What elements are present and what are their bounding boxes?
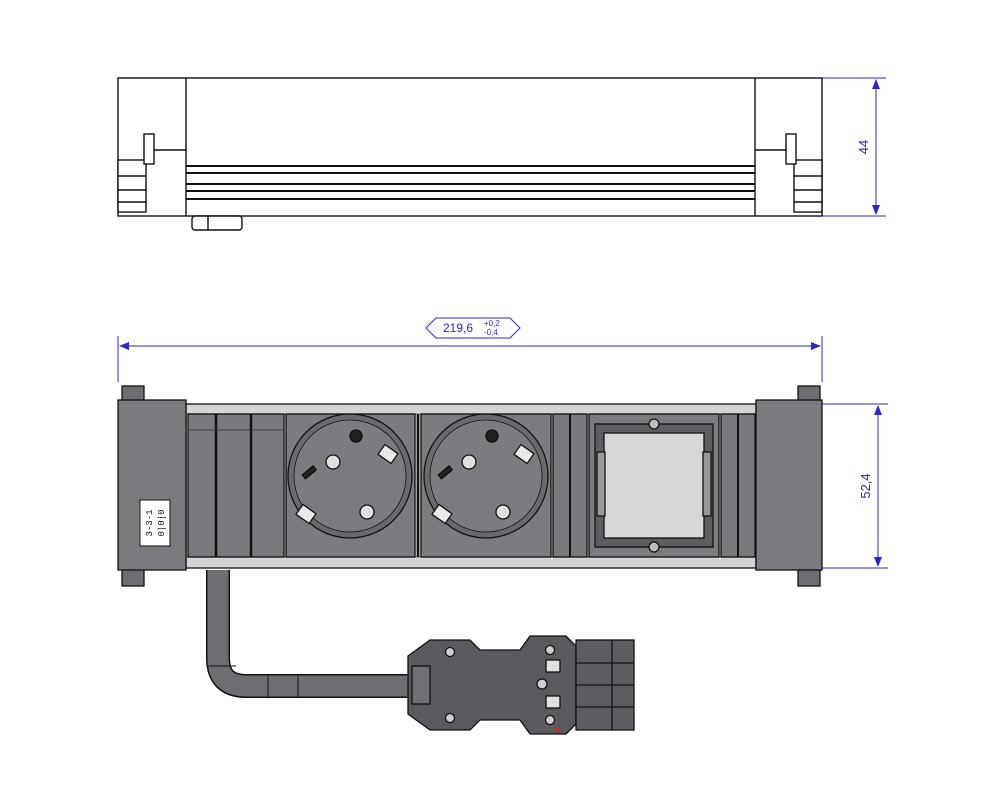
connector-latch bbox=[411, 665, 431, 705]
gst18-connector bbox=[407, 635, 635, 735]
top-view-right-clip bbox=[755, 133, 823, 213]
power-cable bbox=[206, 570, 420, 698]
width-tolerance-minus: -0,4 bbox=[484, 328, 498, 337]
socket-2-earth-clip-left bbox=[431, 503, 453, 525]
width-dimension-label: 219,6 bbox=[443, 321, 473, 335]
schuko-socket-2 bbox=[423, 413, 549, 539]
end-cap-right bbox=[755, 399, 823, 571]
label-plate: 3-3-1 0|0|0 bbox=[139, 499, 171, 547]
socket-1-pin-hole-left bbox=[325, 454, 341, 470]
mounting-tab-bottom-left bbox=[121, 567, 145, 587]
label-plate-line2: 0|0|0 bbox=[157, 509, 167, 536]
socket-1-pin-hole-right bbox=[359, 504, 375, 520]
mounting-tab-bottom-right bbox=[797, 567, 821, 587]
top-view-cable-boss bbox=[191, 215, 243, 231]
socket-1-earth-clip-left bbox=[295, 503, 317, 525]
socket-1-key bbox=[301, 465, 318, 480]
socket-2-pin-hole-left bbox=[461, 454, 477, 470]
depth-dimension-label: 52,4 bbox=[858, 473, 873, 498]
socket-2-key bbox=[437, 465, 454, 480]
width-dimension bbox=[117, 317, 823, 382]
socket-1-shutter-dot bbox=[349, 429, 363, 443]
socket-2-pin-hole-right bbox=[495, 504, 511, 520]
height-dimension bbox=[822, 77, 886, 217]
frame-screw-top bbox=[648, 418, 660, 430]
socket-1-earth-clip-right bbox=[377, 443, 399, 465]
top-view-left-clip bbox=[117, 133, 186, 213]
top-view bbox=[117, 77, 823, 231]
connector-plug-face bbox=[575, 639, 635, 731]
socket-2-shutter-dot bbox=[485, 429, 499, 443]
frame-screw-bottom bbox=[648, 541, 660, 553]
height-dimension-label: 44 bbox=[856, 140, 871, 154]
width-dimension-frame bbox=[425, 317, 521, 339]
depth-dimension bbox=[822, 403, 888, 569]
label-plate-line1: 3-3-1 bbox=[145, 509, 155, 536]
connector-red-mark bbox=[556, 728, 560, 732]
empty-module-frame bbox=[588, 413, 720, 558]
top-view-grooves bbox=[186, 165, 755, 200]
socket-2-earth-clip-right bbox=[513, 443, 535, 465]
blank-strips bbox=[187, 413, 285, 558]
width-tolerance-plus: +0,2 bbox=[484, 319, 500, 328]
schuko-socket-1 bbox=[287, 413, 413, 539]
